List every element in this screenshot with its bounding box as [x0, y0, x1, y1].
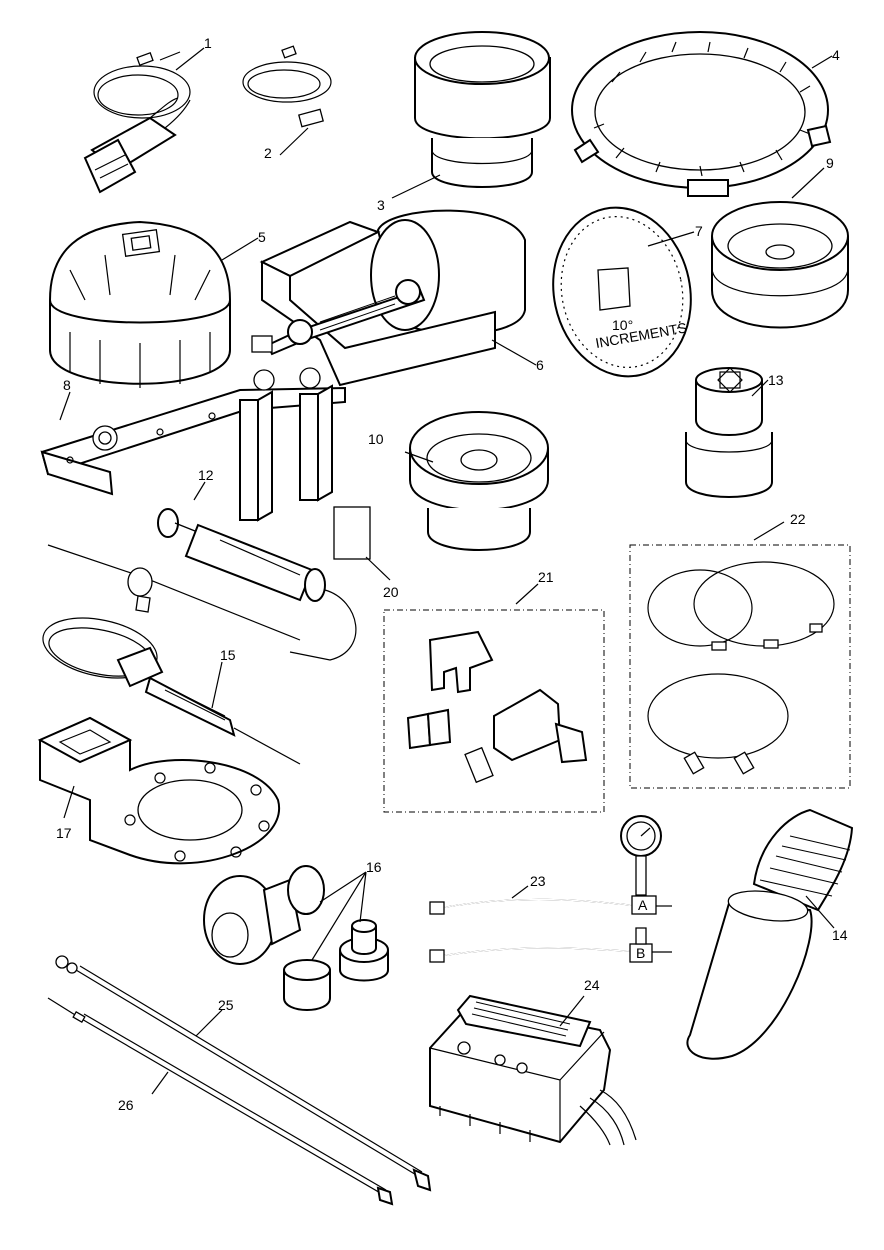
callout-20: 20	[383, 584, 399, 600]
callout-8: 8	[63, 377, 71, 393]
part-6-puller-frame	[251, 209, 526, 387]
part-5-filter-wrench-cup	[48, 220, 232, 388]
part-17-holding-plate	[37, 716, 281, 865]
part-4-ring-plate	[571, 31, 832, 197]
callout-16: 16	[366, 859, 382, 875]
callout-14: 14	[832, 927, 848, 943]
part-7-degree-disc: 10° INCREMENTS	[552, 206, 692, 378]
part-16-installer-set	[203, 865, 389, 1011]
callout-22: 22	[790, 511, 806, 527]
part-21-locking-tools	[406, 630, 588, 784]
part-3-large-socket	[414, 31, 551, 188]
callout-25: 25	[218, 997, 234, 1013]
callout-5: 5	[258, 229, 266, 245]
callout-7: 7	[695, 223, 703, 239]
part-24-battery-charger	[429, 994, 637, 1146]
part-20-label	[333, 506, 371, 560]
callout-12: 12	[198, 467, 214, 483]
hose-label-b: B	[636, 945, 645, 961]
part-12-syringe	[47, 508, 357, 661]
callout-6: 6	[536, 357, 544, 373]
part-15-strap-wrench	[42, 617, 301, 765]
callout-13: 13	[768, 372, 784, 388]
callout-23: 23	[530, 873, 546, 889]
part-13-drive-socket	[685, 367, 773, 498]
callout-24: 24	[584, 977, 600, 993]
callout-3: 3	[377, 197, 385, 213]
part-1-diagnostic-cable	[83, 51, 191, 194]
cable-connector-icon	[136, 52, 154, 66]
part-25-probe-rod	[55, 955, 432, 1192]
callout-15: 15	[220, 647, 236, 663]
part-10-installer-cup	[409, 411, 549, 551]
part-14-cone-puller	[686, 808, 854, 1060]
callout-4: 4	[832, 47, 840, 63]
part-21-kit-box	[383, 609, 605, 813]
callout-9: 9	[826, 155, 834, 171]
callout-1: 1	[204, 35, 212, 51]
callout-17: 17	[56, 825, 72, 841]
callout-21: 21	[538, 569, 554, 585]
part-8-holding-bar	[40, 367, 346, 522]
protractor-label-degrees: 10°	[612, 317, 633, 333]
callout-10: 10	[368, 431, 384, 447]
part-26-thin-rod	[47, 997, 394, 1206]
part-22-kit-box	[629, 544, 851, 789]
hose-label-a: A	[638, 897, 648, 913]
part-2-adapter-cable	[242, 45, 332, 128]
callout-2: 2	[264, 145, 272, 161]
part-23-test-hoses: A B	[429, 815, 672, 963]
callout-26: 26	[118, 1097, 134, 1113]
part-22-hoses	[647, 561, 835, 775]
part-9-replacer-cup	[711, 201, 849, 329]
